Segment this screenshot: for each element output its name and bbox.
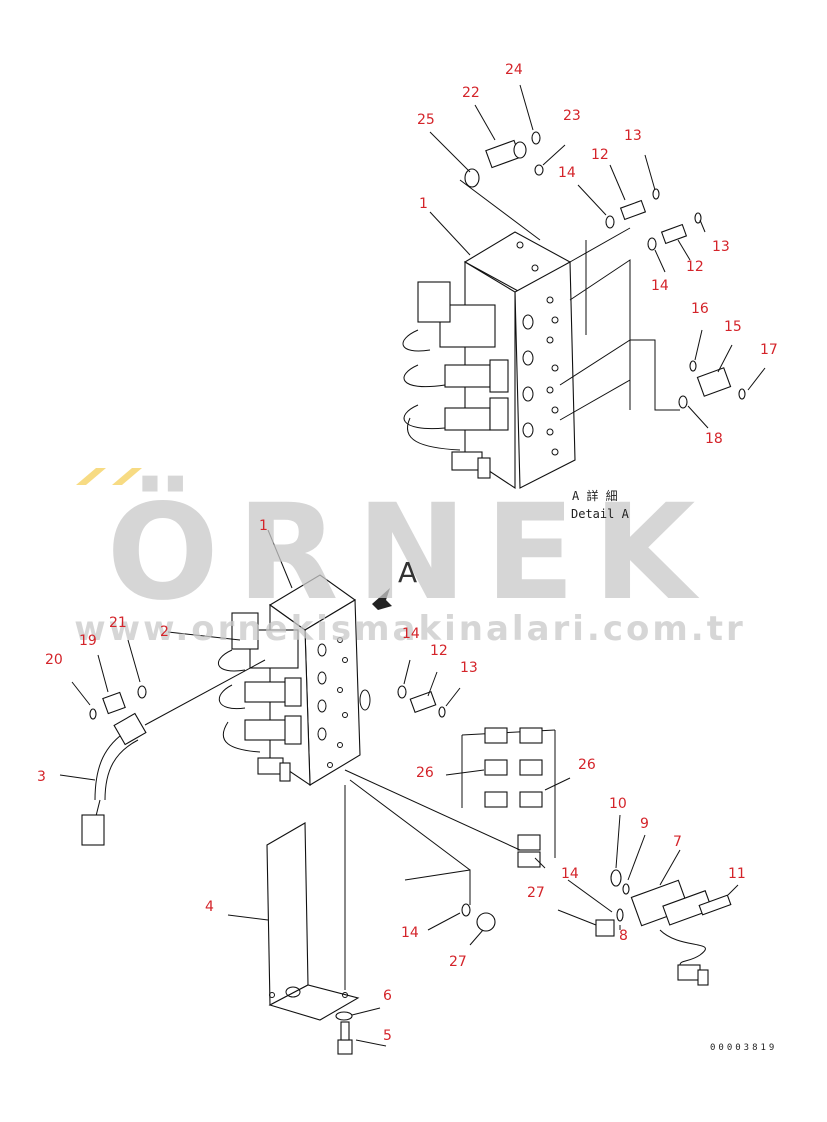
callout-4: 4: [205, 899, 214, 915]
bracket-4: [266, 785, 360, 1021]
callout-27: 27: [449, 954, 467, 970]
callout-9: 9: [640, 816, 649, 832]
callout-labels: 24 22 23 25 13 12 14 1 13 12 14 16 15 17…: [37, 62, 778, 1044]
view-marker: A: [398, 556, 417, 589]
watermark-accent-right: [112, 468, 142, 485]
callout-19: 19: [79, 633, 97, 649]
fitting-22: [485, 139, 527, 169]
oring-24: [531, 131, 541, 145]
detail-a-assembly: [402, 84, 766, 490]
drawing-number: 00003819: [710, 1043, 777, 1053]
callout-27: 27: [527, 885, 545, 901]
connector-group-26: [461, 727, 556, 868]
oring-25: [464, 168, 480, 188]
callout-5: 5: [383, 1028, 392, 1044]
fitting-12-upper: [619, 199, 647, 221]
oring-17: [738, 388, 746, 400]
callout-12: 12: [430, 643, 448, 659]
callout-22: 22: [462, 85, 480, 101]
oring-14-main: [397, 685, 407, 699]
fitting-15: [696, 367, 732, 397]
callout-7: 7: [673, 834, 682, 850]
callout-13: 13: [624, 128, 642, 144]
main-block-ports: [317, 637, 371, 768]
callout-1: 1: [259, 518, 268, 534]
callout-24: 24: [505, 62, 523, 78]
callout-26: 26: [416, 765, 434, 781]
watermark-url: www.ornekismakinalari.com.tr: [74, 609, 745, 649]
detail-label-en: Detail A: [571, 507, 630, 521]
fitting-12-lower: [660, 223, 688, 245]
fitting-12-main: [409, 690, 437, 714]
oring-13-main: [438, 706, 446, 718]
oring-13-lower: [694, 212, 702, 224]
oring-9: [622, 883, 630, 895]
callout-6: 6: [383, 988, 392, 1004]
callout-11: 11: [728, 866, 746, 882]
watermark-accent-left: [76, 468, 106, 485]
oring-23: [534, 164, 544, 176]
callout-25: 25: [417, 112, 435, 128]
watermark-word: ÖRNEK: [107, 476, 714, 630]
oring-14-lower: [647, 237, 657, 251]
oring-13-upper: [652, 188, 660, 200]
main-assembly: [59, 529, 739, 1055]
callout-20: 20: [45, 652, 63, 668]
callout-17: 17: [760, 342, 778, 358]
callout-10: 10: [609, 796, 627, 812]
callout-13: 13: [460, 660, 478, 676]
oring-16: [689, 360, 697, 372]
callout-12: 12: [686, 259, 704, 275]
detail-label-jp: A 詳 細: [572, 488, 618, 503]
main-solenoid-stack: [217, 612, 302, 782]
washer-6: [335, 1011, 353, 1021]
oring-14-plug: [616, 908, 624, 922]
callout-12: 12: [591, 147, 609, 163]
oring-14-bottom: [461, 903, 471, 917]
callout-21: 21: [109, 615, 127, 631]
oring-20: [89, 708, 97, 720]
callout-2: 2: [160, 624, 169, 640]
callout-14: 14: [401, 925, 419, 941]
valve-block-ports: [516, 241, 559, 456]
oring-21: [137, 685, 147, 699]
callout-13: 13: [712, 239, 730, 255]
callout-14: 14: [558, 165, 576, 181]
callout-15: 15: [724, 319, 742, 335]
callout-8: 8: [619, 928, 628, 944]
cap-27: [476, 912, 496, 932]
view-arrow-icon: [372, 588, 392, 610]
solenoid-7: [630, 879, 732, 986]
solenoid-stack-top: [402, 281, 509, 479]
callout-1: 1: [419, 196, 428, 212]
callout-14: 14: [402, 626, 420, 642]
callout-18: 18: [705, 431, 723, 447]
callout-3: 3: [37, 769, 46, 785]
fitting-19: [102, 691, 126, 715]
plug-8: [595, 919, 615, 937]
callout-16: 16: [691, 301, 709, 317]
watermark: ÖRNEK www.ornekismakinalari.com.tr: [74, 468, 745, 649]
callout-14: 14: [561, 866, 579, 882]
oring-18: [678, 395, 688, 409]
callout-23: 23: [563, 108, 581, 124]
callout-14: 14: [651, 278, 669, 294]
sensor-3: [81, 659, 266, 846]
oring-14-upper: [605, 215, 615, 229]
bolt-5: [337, 1021, 353, 1055]
oring-10: [610, 869, 622, 887]
callout-26: 26: [578, 757, 596, 773]
